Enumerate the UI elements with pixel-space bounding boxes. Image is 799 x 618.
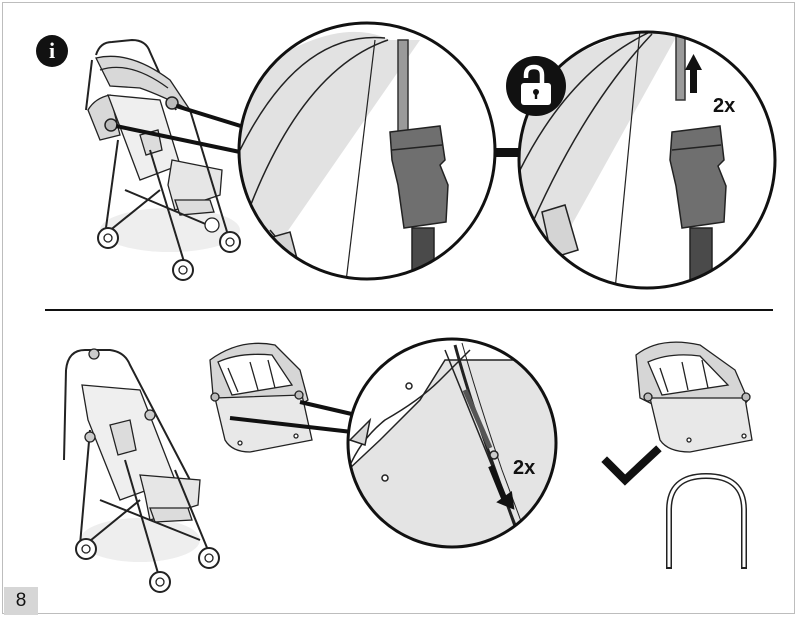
page-number: 8: [4, 587, 38, 615]
canopy-illustration: [210, 343, 312, 452]
canopy-wire-frame-illustration: [666, 476, 747, 568]
detail-circle-locked: [230, 23, 495, 300]
repeat-count-top: 2x: [713, 95, 735, 118]
canopy-without-frame-illustration: [636, 342, 752, 452]
stroller-illustration-bottom: [64, 349, 219, 592]
checkmark-icon: [607, 451, 656, 480]
section-divider: [45, 309, 773, 311]
unlock-glyph: [506, 56, 566, 116]
info-symbol: i: [49, 38, 55, 63]
connector-dash: [495, 148, 521, 157]
unlock-icon: [506, 56, 566, 116]
repeat-count-bottom: 2x: [513, 457, 535, 480]
stroller-illustration-top: [86, 40, 240, 280]
detail-circle-remove-frame: [348, 339, 560, 560]
info-icon: i: [36, 35, 68, 67]
